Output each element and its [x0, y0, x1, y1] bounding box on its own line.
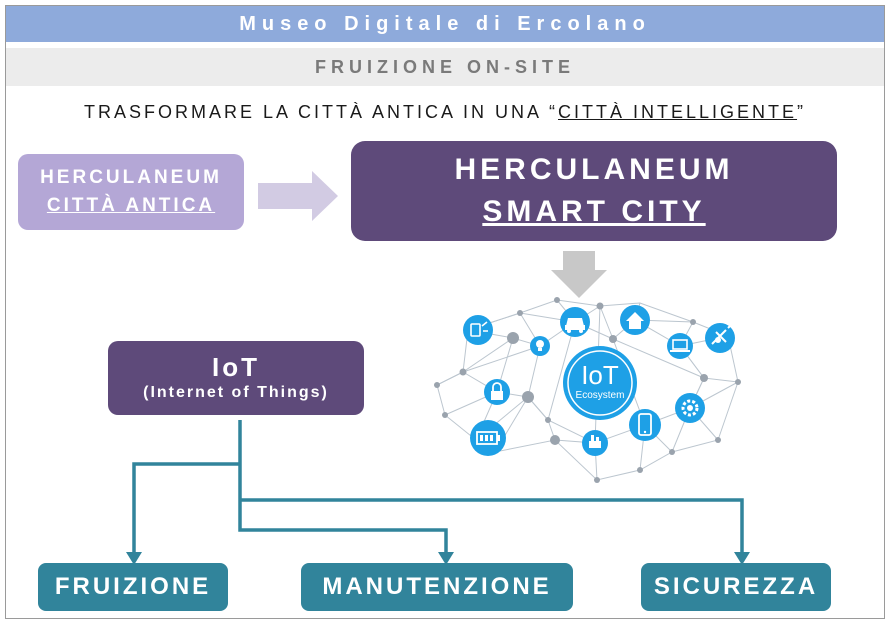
home-icon	[620, 305, 650, 335]
fruizione-box: FRUIZIONE	[38, 563, 228, 611]
lightbulb-icon	[530, 336, 550, 356]
padlock-icon	[484, 379, 510, 405]
iot-box: IoT (Internet of Things)	[108, 341, 364, 415]
battery-icon	[470, 420, 506, 456]
smartphone-icon	[629, 409, 661, 441]
ancient-city-line1: HERCULANEUM	[40, 167, 222, 188]
iot-ecosystem-graphic: IoT Ecosystem	[434, 297, 741, 483]
satellite-icon	[705, 323, 735, 353]
tagline: TRASFORMARE LA CITTÀ ANTICA IN UNA “CITT…	[6, 102, 884, 123]
header-title: Museo Digitale di Ercolano	[6, 6, 884, 42]
right-arrow-icon	[258, 171, 338, 221]
iot-title: IoT	[212, 352, 260, 382]
down-arrow-icon	[551, 251, 607, 298]
touch-device-icon	[463, 315, 493, 345]
tagline-highlight: CITTÀ INTELLIGENTE	[558, 102, 798, 122]
connector-arrowheads	[126, 552, 750, 565]
iot-subtitle: (Internet of Things)	[143, 384, 329, 401]
factory-icon	[582, 430, 608, 456]
gear-icon	[675, 393, 705, 423]
ancient-city-box: HERCULANEUM CITTÀ ANTICA	[18, 154, 244, 230]
sicurezza-box: SICUREZZA	[641, 563, 831, 611]
smart-city-line1: HERCULANEUM	[454, 153, 734, 186]
iot-center-hub: IoT Ecosystem	[563, 346, 637, 420]
smart-city-box: HERCULANEUM SMART CITY	[351, 141, 837, 241]
iot-ecosystem-title: IoT	[581, 360, 619, 390]
subheader-title: FRUIZIONE ON-SITE	[6, 48, 884, 86]
iot-ecosystem-subtitle: Ecosystem	[576, 390, 625, 401]
connector-lines	[132, 420, 744, 555]
laptop-icon	[667, 333, 693, 359]
tagline-prefix: TRASFORMARE LA CITTÀ ANTICA IN UNA “	[83, 102, 559, 122]
manutenzione-box: MANUTENZIONE	[301, 563, 573, 611]
smart-city-line2: SMART CITY	[482, 195, 706, 228]
tagline-suffix: ”	[797, 102, 807, 122]
slide-frame: Museo Digitale di Ercolano FRUIZIONE ON-…	[5, 5, 885, 619]
ancient-city-line2: CITTÀ ANTICA	[46, 195, 216, 216]
car-icon	[560, 307, 590, 337]
